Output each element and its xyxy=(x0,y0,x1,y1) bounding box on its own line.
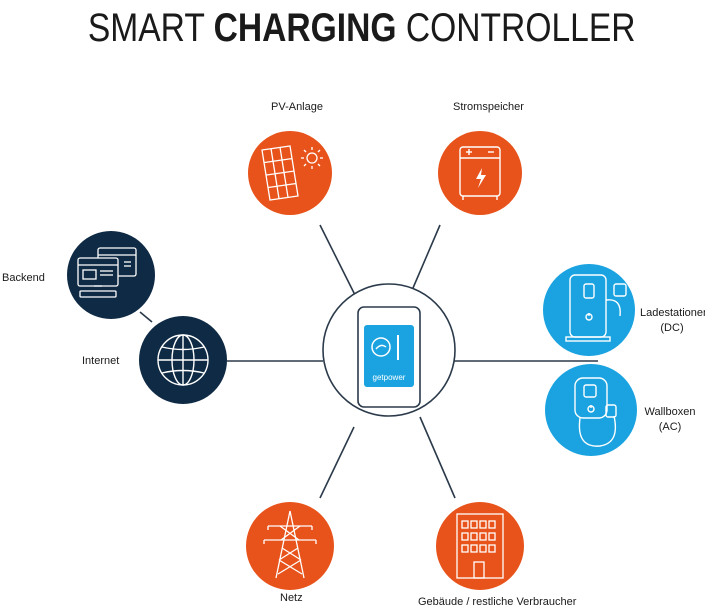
power-pylon-icon xyxy=(263,510,317,579)
page-title: SMART CHARGING CONTROLLER xyxy=(66,6,658,51)
internet-node xyxy=(139,316,227,404)
building-node xyxy=(436,502,524,590)
label-ac-1: Wallboxen xyxy=(644,406,696,418)
solar-panel-icon xyxy=(261,145,323,201)
storage-node xyxy=(438,131,522,215)
computer-icon xyxy=(77,247,137,298)
title-part1: SMART xyxy=(87,6,214,50)
line-grid xyxy=(319,426,355,499)
ac-node xyxy=(545,364,637,456)
label-pv: PV-Anlage xyxy=(271,101,323,113)
dc-node xyxy=(543,264,635,356)
label-internet: Internet xyxy=(82,355,120,367)
label-ac-2: (AC) xyxy=(658,421,682,433)
pv-node xyxy=(248,131,332,215)
controller-node: getpower xyxy=(322,283,456,417)
line-backend-internet xyxy=(139,311,153,323)
charging-station-icon xyxy=(565,274,627,342)
label-storage: Stromspeicher xyxy=(453,101,524,113)
label-building: Gebäude / restliche Verbraucher xyxy=(418,596,577,608)
wallbox-icon xyxy=(574,377,617,447)
label-dc-1: Ladestationen xyxy=(640,307,705,319)
building-icon xyxy=(456,513,504,579)
line-pv xyxy=(319,224,356,296)
line-building xyxy=(419,416,456,499)
grid-node xyxy=(246,502,334,590)
label-dc-2: (DC) xyxy=(660,322,684,334)
controller-device-icon xyxy=(371,337,391,357)
label-grid: Netz xyxy=(280,592,303,604)
connection-lines xyxy=(139,224,598,499)
line-storage xyxy=(409,224,441,296)
label-backend: Backend xyxy=(2,272,45,284)
battery-icon xyxy=(459,146,501,200)
title-part2: CHARGING xyxy=(213,6,397,50)
title-part3: CONTROLLER xyxy=(396,6,636,50)
globe-icon xyxy=(157,334,209,386)
controller-brand: getpower xyxy=(373,373,406,382)
backend-node xyxy=(67,231,155,319)
